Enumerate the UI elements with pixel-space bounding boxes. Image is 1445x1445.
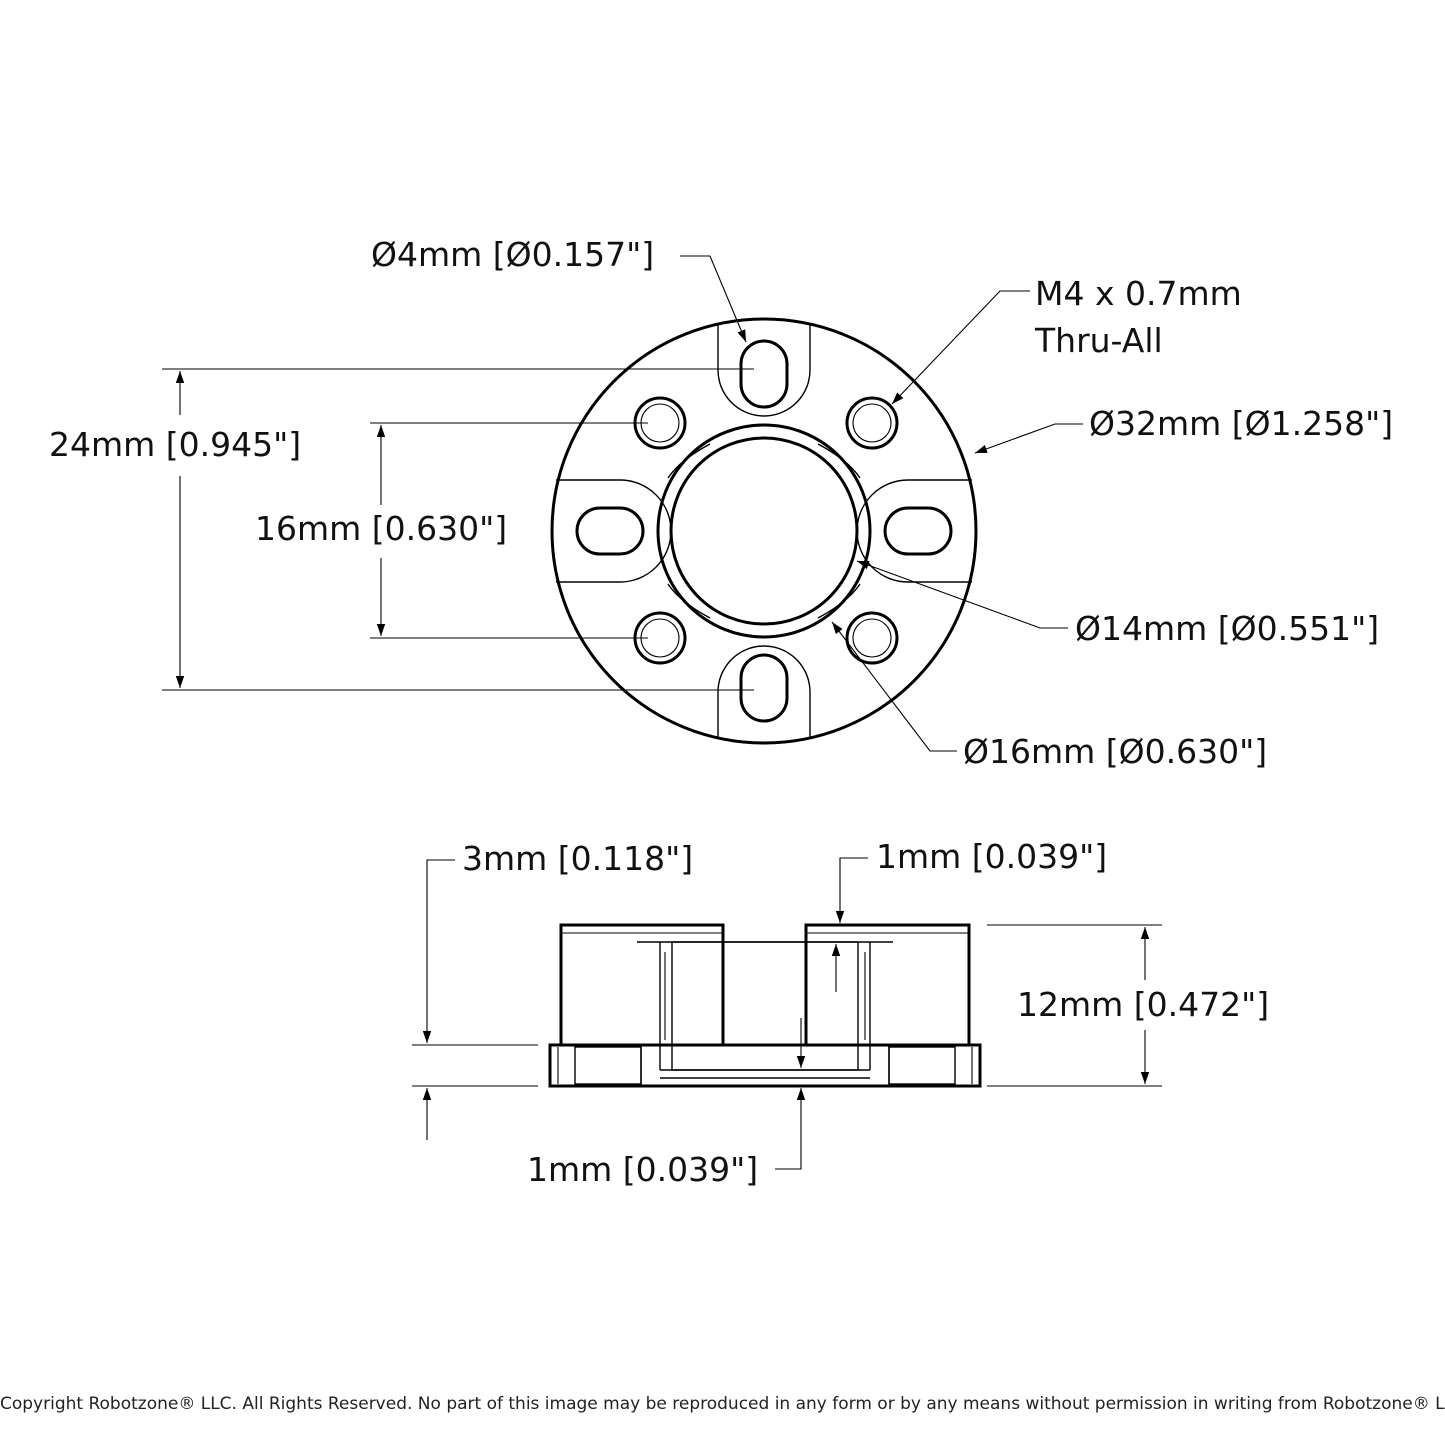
leader-hub-diameter	[831, 621, 957, 752]
side-left-block	[559, 923, 725, 1047]
copyright-notice: Copyright Robotzone® LLC. All Rights Res…	[0, 1394, 1445, 1414]
leader-outer-diameter	[974, 423, 1083, 454]
label-bolt-spacing-outer: 24mm [0.945"]	[49, 425, 301, 464]
side-flange-right-hole	[888, 1046, 956, 1085]
threaded-hole-top-right	[845, 396, 899, 450]
threaded-hole-bottom-right	[845, 611, 899, 665]
label-overall-height: 12mm [0.472"]	[1017, 985, 1269, 1024]
web-arc-bottom-left	[667, 583, 711, 619]
label-thread-line2: Thru-All	[1034, 321, 1163, 360]
side-right-block	[804, 923, 971, 1047]
dim-flange-thickness-upper	[422, 859, 455, 1043]
label-counterbore-hole: Ø4mm [Ø0.157"]	[371, 235, 654, 274]
dim-top-step-upper	[835, 857, 868, 923]
label-hub-diameter: Ø16mm [Ø0.630"]	[963, 732, 1267, 771]
slot-hole-right	[883, 506, 953, 556]
leader-counterbore	[680, 255, 747, 343]
leader-bore-diameter	[856, 560, 1068, 629]
slot-hole-left	[575, 506, 645, 556]
slot-hole-top	[739, 339, 789, 409]
hub-circle	[656, 423, 872, 639]
slot-pocket-right	[856, 479, 972, 583]
side-flange-base	[548, 1043, 982, 1088]
label-bolt-spacing-inner: 16mm [0.630"]	[255, 509, 507, 548]
leader-thread	[891, 290, 1030, 405]
top-view	[162, 255, 1083, 752]
side-flange-left-hole	[574, 1046, 642, 1085]
slot-pocket-top	[717, 324, 811, 417]
label-outer-diameter: Ø32mm [Ø1.258"]	[1089, 404, 1393, 443]
slot-pocket-bottom	[717, 645, 811, 738]
web-arc-top-left	[667, 443, 711, 479]
slot-pocket-left	[556, 479, 672, 583]
label-top-step: 1mm [0.039"]	[876, 837, 1107, 876]
label-flange-thickness: 3mm [0.118"]	[462, 839, 693, 878]
web-arc-top-right	[817, 443, 861, 479]
slot-hole-bottom	[739, 653, 789, 723]
label-bore-diameter: Ø14mm [Ø0.551"]	[1075, 609, 1379, 648]
dim-bottom-step-lower	[775, 1088, 806, 1170]
label-thread-line1: M4 x 0.7mm	[1035, 274, 1242, 313]
web-arc-bottom-right	[817, 583, 861, 619]
flange-outer-circle	[550, 317, 978, 745]
side-hub-bore	[671, 941, 859, 1071]
label-bottom-step: 1mm [0.039"]	[527, 1150, 758, 1189]
bore-circle	[669, 436, 859, 626]
side-view	[412, 857, 1162, 1170]
